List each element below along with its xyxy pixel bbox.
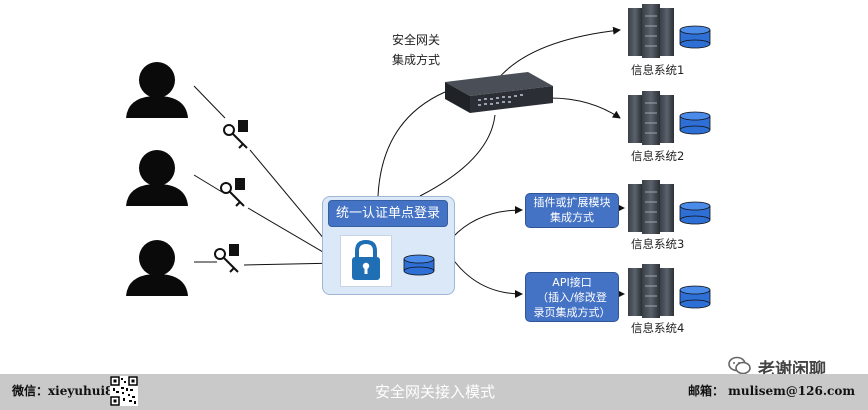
gateway-label: 安全网关 集成方式 [392, 30, 440, 70]
sso-integration-arrows [451, 206, 523, 298]
gateway-label-line2: 集成方式 [392, 53, 441, 67]
api-integration-box: API接口 （插入/修改登 录页集成方式） [525, 272, 619, 322]
system-label-4: 信息系统4 [631, 321, 685, 335]
key-icon-2 [220, 178, 245, 207]
plugin-line2: 集成方式 [550, 211, 594, 224]
system-label-1: 信息系统1 [631, 63, 685, 77]
user-icon-1 [126, 62, 188, 118]
key-icon-1 [223, 120, 248, 149]
user-icon-3 [126, 240, 188, 296]
gateway-system-arrows [496, 26, 621, 119]
database-icon-2 [679, 111, 711, 135]
database-icon-4 [679, 285, 711, 309]
footer-bar [0, 374, 868, 410]
server-icon-3 [628, 180, 674, 234]
gateway-label-line1: 安全网关 [392, 33, 441, 47]
footer-email: 邮箱： mulisem@126.com [688, 384, 856, 398]
user-key-lines [193, 85, 226, 263]
plugin-integration-box: 插件或扩展模块 集成方式 [525, 193, 619, 228]
integration-system-arrows [617, 204, 625, 298]
footer-title: 安全网关接入模式 [374, 383, 495, 401]
server-icon-2 [628, 91, 674, 145]
api-line3: 录页集成方式） [533, 306, 611, 319]
qr-code-icon [110, 376, 138, 406]
lock-icon [340, 235, 392, 287]
key-icon-3 [214, 244, 239, 273]
user-icon-2 [126, 150, 188, 206]
database-icon-1 [679, 25, 711, 49]
system-label-3: 信息系统3 [631, 237, 685, 251]
server-icon-1 [628, 4, 674, 58]
api-line1: API接口 [552, 276, 592, 289]
sso-gateway-lines [377, 91, 496, 197]
wechat-logo-icon [728, 356, 751, 375]
gateway-device-icon [445, 72, 553, 113]
database-icon-3 [679, 201, 711, 225]
diagram-lines [126, 4, 711, 318]
server-icon-4 [628, 264, 674, 318]
sso-title: 统一认证单点登录 [328, 200, 448, 227]
footer-wechat: 微信：xieyuhui888 [12, 384, 131, 398]
plugin-line1: 插件或扩展模块 [533, 196, 611, 209]
api-line2: （插入/修改登 [537, 291, 607, 304]
sso-database-icon [403, 254, 435, 276]
system-label-2: 信息系统2 [631, 149, 685, 163]
